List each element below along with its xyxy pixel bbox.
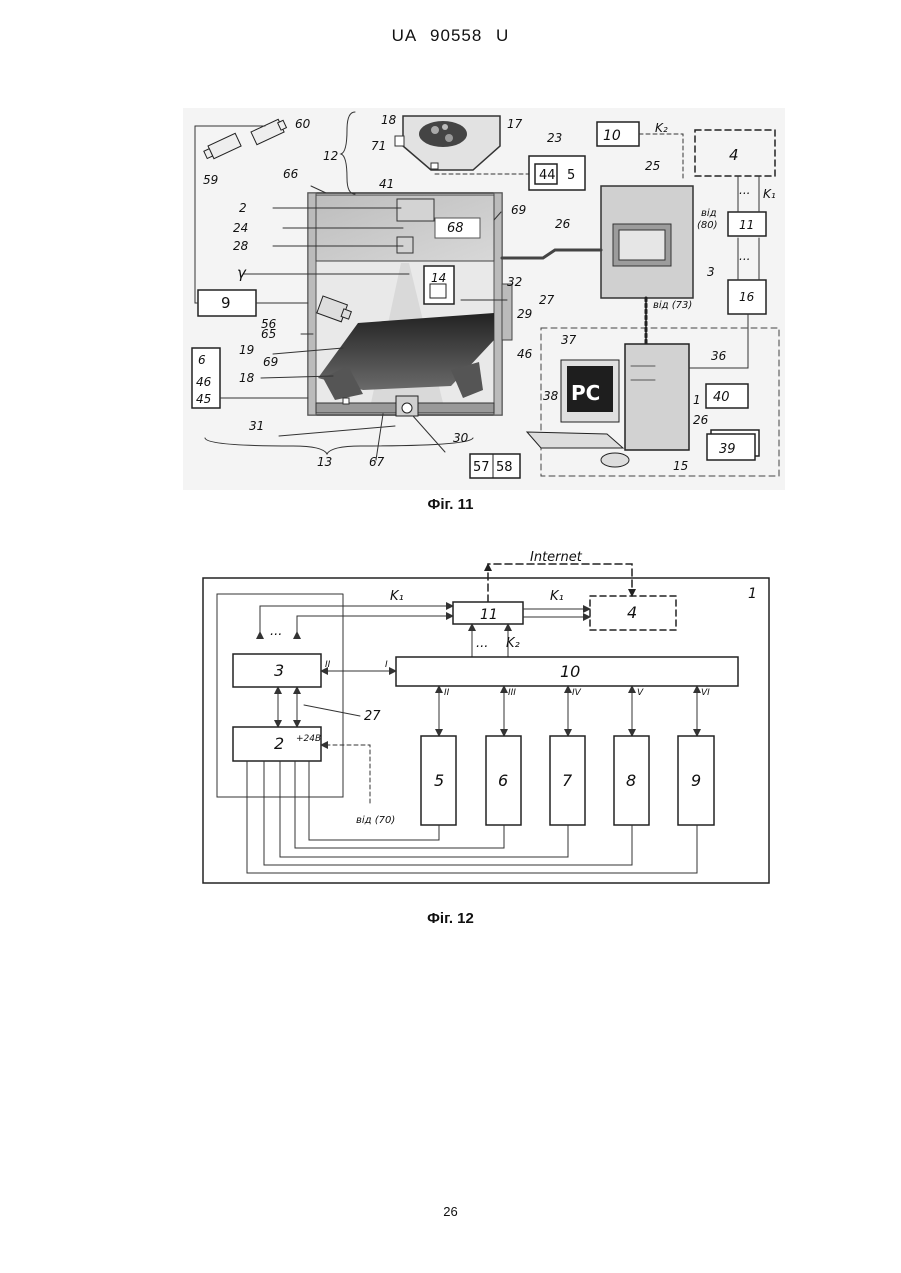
box-7-label: 7 [562,771,573,790]
roman-II-b: II [444,688,450,698]
label-40: 40 [713,390,730,405]
label-41: 41 [379,177,394,191]
box-11-label: 11 [480,607,498,623]
box-8-label: 8 [626,771,636,790]
label-3: 3 [707,265,715,279]
label-18a: 18 [239,371,255,385]
label-11: 11 [739,218,754,232]
box-4-label: 4 [627,603,637,622]
label-18b: 18 [381,113,397,127]
label-24: 24 [233,221,248,235]
page-number: 26 [0,1204,901,1219]
label-17: 17 [507,117,523,131]
label-29: 29 [517,307,532,321]
label-4: 4 [729,146,739,164]
figure-11: 60 59 66 2 24 28 γ 9 56 65 19 69 18 6 46… [183,108,785,490]
label-16: 16 [739,290,755,304]
label-dots1: ... [739,183,750,197]
roman-VI: VI [701,688,710,698]
label-5: 5 [567,168,575,183]
label-19: 19 [239,343,254,357]
label-14: 14 [431,271,446,285]
roman-IV: IV [572,688,582,698]
box-2-label: 2 [274,734,284,753]
label-60: 60 [295,117,311,131]
label-vid73: від (73) [653,299,692,311]
label-71: 71 [371,139,386,153]
label-vid70: від (70) [356,814,395,826]
label-68: 68 [447,221,464,236]
label-15: 15 [673,459,688,473]
label-internet: Internet [530,550,583,565]
label-37: 37 [561,333,577,347]
label-59: 59 [203,173,218,187]
label-28: 28 [233,239,249,253]
figure-12: Internet K₁ K₁ K₂ ... ... 11 4 1 3 10 2 … [180,545,780,890]
label-25: 25 [645,159,660,173]
label-2: 2 [239,201,247,215]
label-57: 57 [473,460,490,475]
label-k1b: K₁ [550,589,564,604]
label-67: 67 [369,455,385,469]
label-32: 32 [507,275,522,289]
label-26b: 26 [693,413,709,427]
label-23: 23 [547,131,562,145]
label-27: 27 [364,709,381,724]
label-vid80b: (80) [697,220,718,231]
label-27: 27 [539,293,555,307]
label-k2: K₂ [506,636,520,651]
roman-I: I [385,660,388,670]
label-36: 36 [711,349,727,363]
patent-header: UA 90558 U [0,26,901,46]
label-38: 38 [543,389,559,403]
label-6: 6 [198,353,206,367]
label-PC: PC [571,381,600,405]
label-dots: ... [476,636,488,651]
figure-11-caption: Фіг. 11 [0,496,901,513]
label-gamma: γ [237,264,247,282]
label-24v: +24В [296,734,321,744]
figure-12-caption: Фіг. 12 [0,910,901,927]
roman-V: V [637,688,644,698]
label-46a: 46 [196,375,212,389]
label-44: 44 [539,168,556,183]
label-39: 39 [719,442,736,457]
label-1: 1 [693,393,701,407]
label-30: 30 [453,431,469,445]
box-10-label: 10 [560,662,580,681]
label-K1: K₁ [763,187,776,201]
label-69a: 69 [263,355,278,369]
label-65: 65 [261,327,276,341]
label-45: 45 [196,392,211,406]
roman-III: III [508,688,516,698]
label-46b: 46 [517,347,533,361]
label-vid80: від [701,207,717,219]
label-corner-1: 1 [748,586,757,602]
label-31: 31 [249,419,264,433]
roman-II-a: II [325,660,331,670]
box-3-label: 3 [274,661,284,680]
label-58: 58 [496,460,513,475]
label-69b: 69 [511,203,526,217]
label-dots2: ... [739,249,750,263]
label-9: 9 [221,294,231,312]
label-13: 13 [317,455,332,469]
box-6-label: 6 [498,771,508,790]
box-9-label: 9 [691,771,701,790]
box-5-label: 5 [434,771,444,790]
label-K2: K₂ [655,121,668,135]
label-12: 12 [323,149,338,163]
label-66: 66 [283,167,299,181]
label-10: 10 [603,128,621,144]
label-26a: 26 [555,217,571,231]
label-dotsb: ... [270,624,282,639]
label-k1a: K₁ [390,589,404,604]
